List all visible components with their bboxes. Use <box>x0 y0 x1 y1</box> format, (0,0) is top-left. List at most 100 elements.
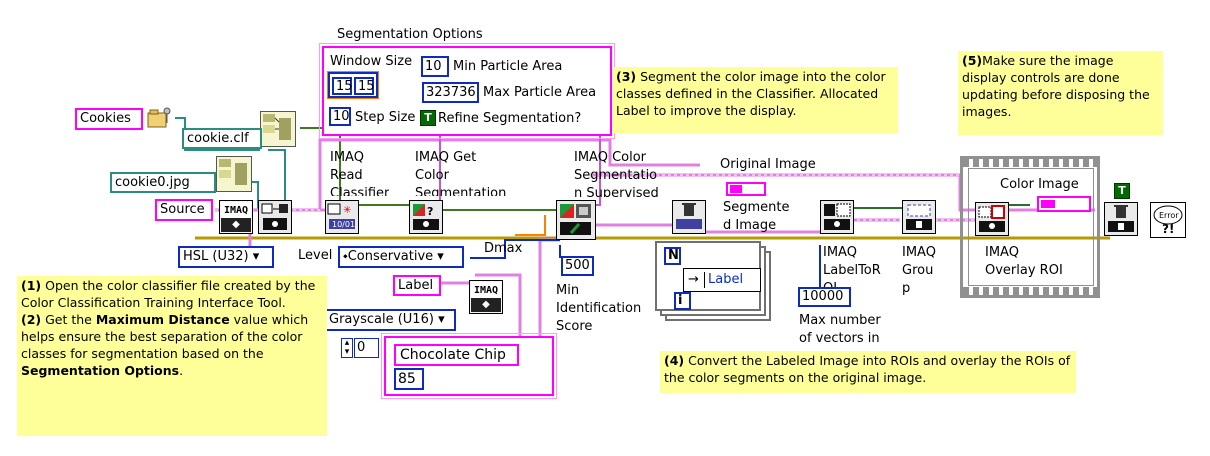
chevron-down-icon: ▾ <box>437 249 444 264</box>
segmented-image-refnum <box>726 182 766 196</box>
refine-label: Refine Segmentation? <box>438 111 582 126</box>
hsl-enum[interactable]: HSL (U32) ▾ <box>178 246 274 268</box>
loop-count-terminal: N <box>664 247 681 265</box>
error-glyph-text: Error <box>1159 211 1179 220</box>
labeltoroi-label-1: IMAQ <box>823 245 857 260</box>
dbl-wire <box>515 215 546 236</box>
cookies-string-const[interactable]: Cookies <box>75 108 143 130</box>
comment-3-text: Segment the color image into the color c… <box>616 69 886 118</box>
comment-4: (4) Convert the Labeled Image into ROIs … <box>660 351 1076 393</box>
cookie0-jpg-path[interactable]: cookie0.jpg <box>110 172 216 193</box>
comment-1-text: Open the color classifier file created b… <box>21 278 316 310</box>
imaq-glyph-2: IMAQ <box>471 282 501 299</box>
loop-iteration-terminal: i <box>674 292 691 310</box>
comment-2-bold-b: Segmentation Options <box>21 363 180 378</box>
chevron-down-icon: ▾ <box>438 312 445 327</box>
min-particle-area-value[interactable]: 10 <box>421 56 449 77</box>
group-label-3: p <box>902 281 911 296</box>
chip-count-value[interactable]: 85 <box>394 368 424 390</box>
label-string-const[interactable]: Label <box>393 275 441 296</box>
grayscale-value: Grayscale (U16) <box>329 312 434 327</box>
step-size-value[interactable]: 10 <box>329 107 351 126</box>
comment-2-num: (2) <box>21 312 42 327</box>
window-size-label: Window Size <box>330 54 413 69</box>
get-color-seg-label-3: Segmentation <box>415 186 507 196</box>
imaq-labeltoroi-node[interactable] <box>820 200 854 234</box>
labeltoroi-label-3: OI <box>823 281 837 287</box>
imaq-create-node-2[interactable]: IMAQ ◆ <box>469 280 503 314</box>
comment-5-num: (5) <box>962 53 983 68</box>
sequence-frame-inner <box>968 168 1094 286</box>
string-array-const[interactable]: Chocolate Chip 85 <box>381 333 557 399</box>
bundle-label: Label <box>708 272 744 287</box>
imaq-color-seg-node[interactable] <box>556 200 596 240</box>
imaq-read-classifier-node[interactable]: ✳10/01 <box>325 200 359 234</box>
seg-options-title: Segmentation Options <box>337 27 483 42</box>
conservative-enum[interactable]: ⬩Conservative ▾ <box>338 246 464 268</box>
original-image-label: Original Image <box>720 157 816 172</box>
imaq-create-icon: ◆ <box>471 298 501 312</box>
step-size-label: Step Size <box>355 110 416 125</box>
svg-text:?!: ?! <box>1162 222 1174 236</box>
imaq-dispose-node-2[interactable] <box>1104 202 1138 236</box>
imaq-glyph: IMAQ <box>221 202 251 219</box>
min-id-score-label-2: Identification <box>556 301 642 316</box>
refine-toggle[interactable]: T <box>420 110 436 126</box>
svg-text:?: ? <box>427 205 433 218</box>
window-size-y[interactable]: 15 <box>354 77 375 95</box>
imaq-get-color-seg-node[interactable]: ? <box>409 200 443 234</box>
window-size-x[interactable]: 15 <box>332 77 353 95</box>
comment-3: (3) Segment the color image into the col… <box>612 67 898 133</box>
bundle-icon[interactable]: → Label <box>683 268 761 292</box>
window-size-array[interactable]: 15 15 <box>327 71 379 99</box>
svg-text:10/01: 10/01 <box>332 220 355 229</box>
group-label-1: IMAQ <box>902 245 936 260</box>
array-index-stepper[interactable]: ▴▾ <box>341 338 353 358</box>
imaq-overlay-roi-node[interactable] <box>975 202 1009 236</box>
array-index-value[interactable]: 0 <box>354 338 379 358</box>
comment-1-2: (1) Open the color classifier file creat… <box>17 276 327 436</box>
source-string-const[interactable]: Source <box>155 199 213 221</box>
max-particle-area-value[interactable]: 323736 <box>422 82 479 103</box>
folder-icon <box>146 103 172 131</box>
color-image-refnum <box>1037 196 1091 212</box>
comment-4-num: (4) <box>664 353 685 368</box>
imaq-dispose-node[interactable] <box>672 200 706 234</box>
min-id-score-value[interactable]: 500 <box>561 256 594 276</box>
group-label-2: Grou <box>902 263 934 278</box>
build-path-node[interactable] <box>260 111 296 147</box>
get-color-seg-label-2: Color <box>415 168 449 183</box>
labeltoroi-label-2: LabelToR <box>823 263 881 278</box>
level-label: Level <box>298 248 333 263</box>
read-classifier-label-2: Read <box>330 168 363 183</box>
build-path-node-2[interactable] <box>216 156 252 192</box>
dmax-label: Dmax <box>484 241 523 256</box>
max-vectors-label-1: Max number <box>799 313 881 328</box>
get-color-seg-label-1: IMAQ Get <box>415 150 477 165</box>
true-constant[interactable]: T <box>1114 183 1130 199</box>
imaq-dispose-icon <box>676 203 702 229</box>
grayscale-enum[interactable]: Grayscale (U16) ▾ <box>324 309 456 331</box>
color-seg-label-3: n Supervised <box>574 186 659 197</box>
imaq-readfile-node[interactable] <box>258 200 292 234</box>
chevron-down-icon: ▾ <box>252 249 260 264</box>
comment-2-end: . <box>179 363 184 378</box>
segmented-image-label-2: d Image <box>723 218 777 232</box>
chocolate-chip-string[interactable]: Chocolate Chip <box>394 344 519 366</box>
comment-2-bold-a: Maximum Distance <box>95 312 230 327</box>
enum-arrow-icon: ⬩ <box>343 249 348 264</box>
max-vectors-label-2: of vectors in <box>799 331 880 343</box>
read-classifier-label-3: Classifier <box>330 186 390 196</box>
sequence-frame[interactable] <box>960 156 1100 298</box>
comment-5-text: Make sure the image display controls are… <box>962 53 1150 119</box>
simple-error-handler-icon[interactable]: Error?! <box>1150 202 1186 238</box>
max-vectors-value[interactable]: 10000 <box>798 287 851 307</box>
cookie-clf-path[interactable]: cookie.clf <box>182 128 262 149</box>
segmentation-options-cluster[interactable]: Window Size 15 15 10 Step Size 10 Min Pa… <box>319 43 615 139</box>
comment-3-num: (3) <box>616 69 637 84</box>
for-loop-icon[interactable]: N i → Label <box>655 241 773 323</box>
imaq-group-node[interactable] <box>902 200 936 234</box>
imaq-create-node[interactable]: IMAQ ◆ <box>219 200 253 234</box>
segmented-image-label-1: Segmente <box>723 200 790 215</box>
sequence-frame-film-bottom <box>963 287 1097 295</box>
